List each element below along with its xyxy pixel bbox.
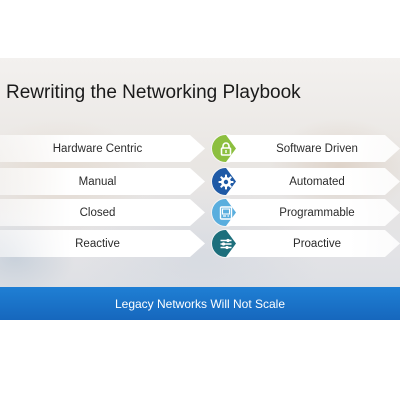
row-to-software-driven: Software Driven xyxy=(226,135,400,162)
gear-icon xyxy=(212,168,239,195)
row-to-automated: Automated xyxy=(226,168,400,195)
row-from-reactive: Reactive xyxy=(0,230,205,257)
row-to-label: Programmable xyxy=(279,206,355,219)
row-to-programmable: Programmable xyxy=(226,199,400,226)
row-to-label: Automated xyxy=(289,175,345,188)
slide-title: Rewriting the Networking Playbook xyxy=(6,82,301,103)
row-from-manual: Manual xyxy=(0,168,205,195)
row-from-hardware-centric: Hardware Centric xyxy=(0,135,205,162)
row-to-label: Proactive xyxy=(293,237,341,250)
banner: Legacy Networks Will Not Scale xyxy=(0,287,400,320)
row-from-closed: Closed xyxy=(0,199,205,226)
row-from-label: Manual xyxy=(78,175,117,188)
banner-text: Legacy Networks Will Not Scale xyxy=(114,296,286,311)
row-from-label: Reactive xyxy=(75,237,120,250)
row-to-label: Software Driven xyxy=(276,142,358,155)
row-from-label: Closed xyxy=(79,206,116,219)
row-from-label: Hardware Centric xyxy=(52,142,143,155)
row-to-proactive: Proactive xyxy=(226,230,400,257)
